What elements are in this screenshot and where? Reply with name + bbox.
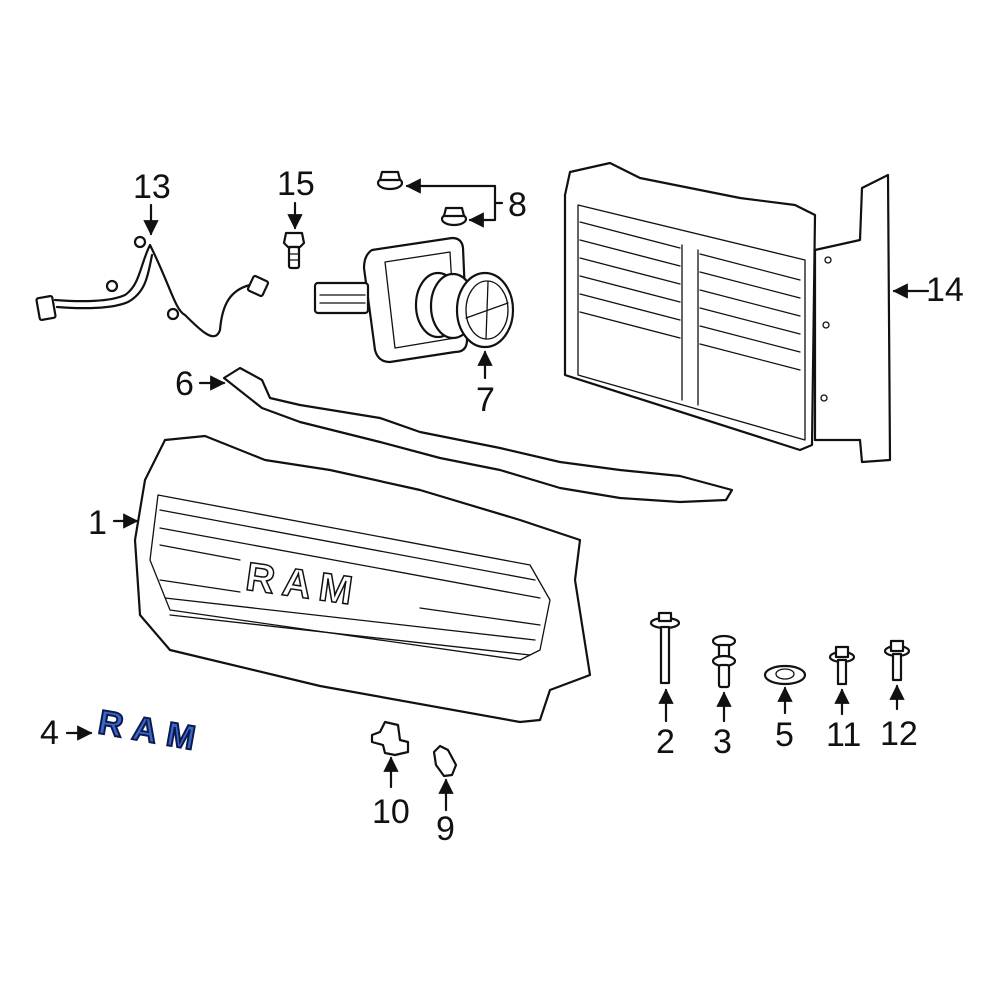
nut-8b-part[interactable]	[440, 206, 468, 227]
shutter-louvers	[579, 221, 801, 406]
bolt-11-part[interactable]	[828, 645, 856, 686]
bolt-12-part[interactable]	[883, 639, 911, 682]
emblem-ram-lettering: RAM	[96, 703, 208, 759]
retainer-clip-part[interactable]	[370, 720, 410, 757]
wiring-harness-part[interactable]	[35, 235, 270, 338]
long-bolt-2-part[interactable]	[649, 611, 681, 685]
callout-9[interactable]: 9	[436, 810, 455, 848]
callout-14[interactable]: 14	[926, 271, 964, 309]
callout-8[interactable]: 8	[508, 186, 527, 224]
push-pin-3-part[interactable]	[711, 634, 737, 689]
grille-shutter-part[interactable]	[563, 161, 892, 464]
callout-10[interactable]: 10	[372, 793, 410, 831]
grille-part[interactable]: RAM	[133, 434, 592, 724]
callout-1[interactable]: 1	[88, 504, 107, 542]
camera-part[interactable]	[313, 236, 515, 364]
callout-15[interactable]: 15	[277, 165, 315, 203]
callout-11[interactable]: 11	[826, 716, 862, 754]
bolt-15-part[interactable]	[282, 231, 306, 270]
callout-2[interactable]: 2	[656, 723, 675, 761]
ram-emblem-part[interactable]: RAM	[95, 702, 209, 760]
callout-5[interactable]: 5	[775, 716, 794, 754]
callout-13[interactable]: 13	[133, 168, 171, 206]
nut-8a-part[interactable]	[376, 170, 404, 191]
upper-bracket-part[interactable]	[222, 366, 734, 504]
callout-6[interactable]: 6	[175, 365, 194, 403]
callout-3[interactable]: 3	[713, 723, 732, 761]
callout-7[interactable]: 7	[476, 381, 495, 419]
callout-12[interactable]: 12	[880, 715, 918, 753]
callout-4[interactable]: 4	[40, 714, 59, 752]
clip-nut-5-part[interactable]	[763, 664, 807, 686]
clip-9-part[interactable]	[432, 744, 458, 778]
grille-bars	[159, 509, 541, 656]
